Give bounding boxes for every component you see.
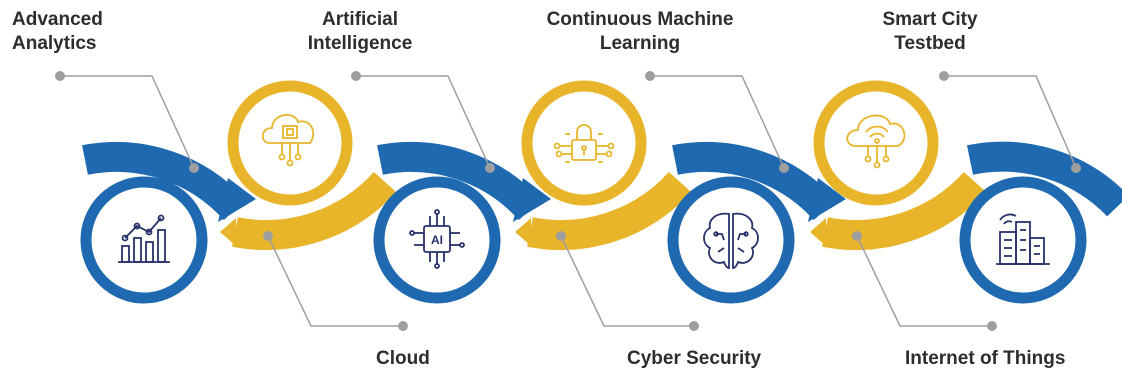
connector-ai: [356, 75, 491, 169]
ribbon-blue-4: [966, 141, 1122, 217]
ai-chip-icon: [409, 209, 465, 269]
ribbon-yellow-1: [220, 171, 397, 251]
label-internet-of-things: Internet of Things: [905, 348, 1066, 369]
label-continuous-machine-learning: Continuous Machine Learning: [546, 9, 734, 54]
brain-circuit-icon: [703, 212, 759, 269]
ribbon-blue-1: [82, 141, 256, 222]
ribbon-yellow-3: [810, 171, 987, 251]
ribbon-yellow-2: [515, 171, 692, 251]
circle-security: [521, 80, 647, 206]
label-cloud: Cloud: [376, 348, 430, 369]
label-advanced-analytics: Advanced Analytics: [12, 9, 103, 54]
smart-building-icon: [996, 213, 1050, 265]
ribbon-blue-2: [377, 141, 551, 222]
label-artificial-intelligence: Artificial Intelligence: [307, 9, 413, 54]
connector-analytics: [60, 75, 195, 169]
ai-chip-text: AI: [431, 233, 443, 247]
bar-chart-trend-icon: [118, 214, 170, 263]
connector-dots: [55, 71, 1081, 331]
lock-circuit-icon: [553, 124, 615, 163]
label-smart-city-testbed: Smart City Testbed: [882, 9, 978, 54]
connector-security: [560, 235, 694, 327]
connector-ml: [650, 75, 785, 169]
circle-ml: [667, 176, 795, 304]
connector-smart-city: [944, 75, 1077, 169]
connectors: [60, 75, 1077, 327]
circle-ai: [373, 176, 501, 304]
circle-analytics: [80, 176, 208, 304]
label-cyber-security: Cyber Security: [627, 348, 762, 369]
connector-cloud: [267, 235, 403, 327]
wifi-cloud-icon: [846, 114, 906, 169]
ribbon-blue-3: [672, 141, 846, 222]
connector-iot: [856, 235, 992, 327]
cloud-chip-icon: [261, 114, 315, 167]
